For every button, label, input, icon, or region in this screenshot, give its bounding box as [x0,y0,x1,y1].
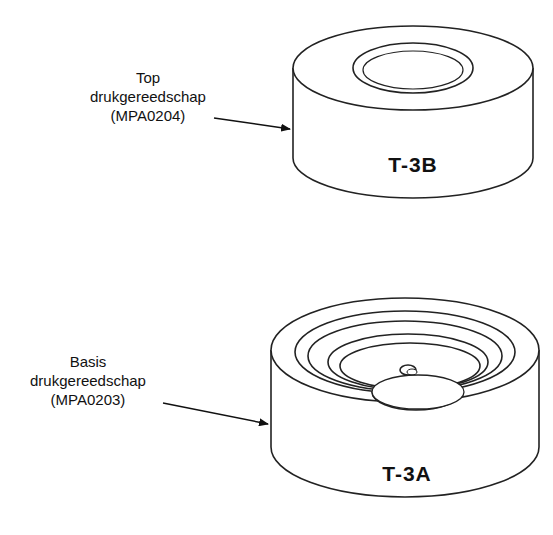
leader-line [214,118,290,129]
part-marking: T-3B [388,153,438,177]
base-press-tool [271,298,539,497]
part-callout: Basis drukgereedschap (MPA0203) [20,352,156,409]
leader-line [163,403,268,424]
part-callout: Top drukgereedschap (MPA0204) [80,68,216,125]
top-press-tool [293,26,533,198]
part-marking: T-3A [382,462,432,486]
